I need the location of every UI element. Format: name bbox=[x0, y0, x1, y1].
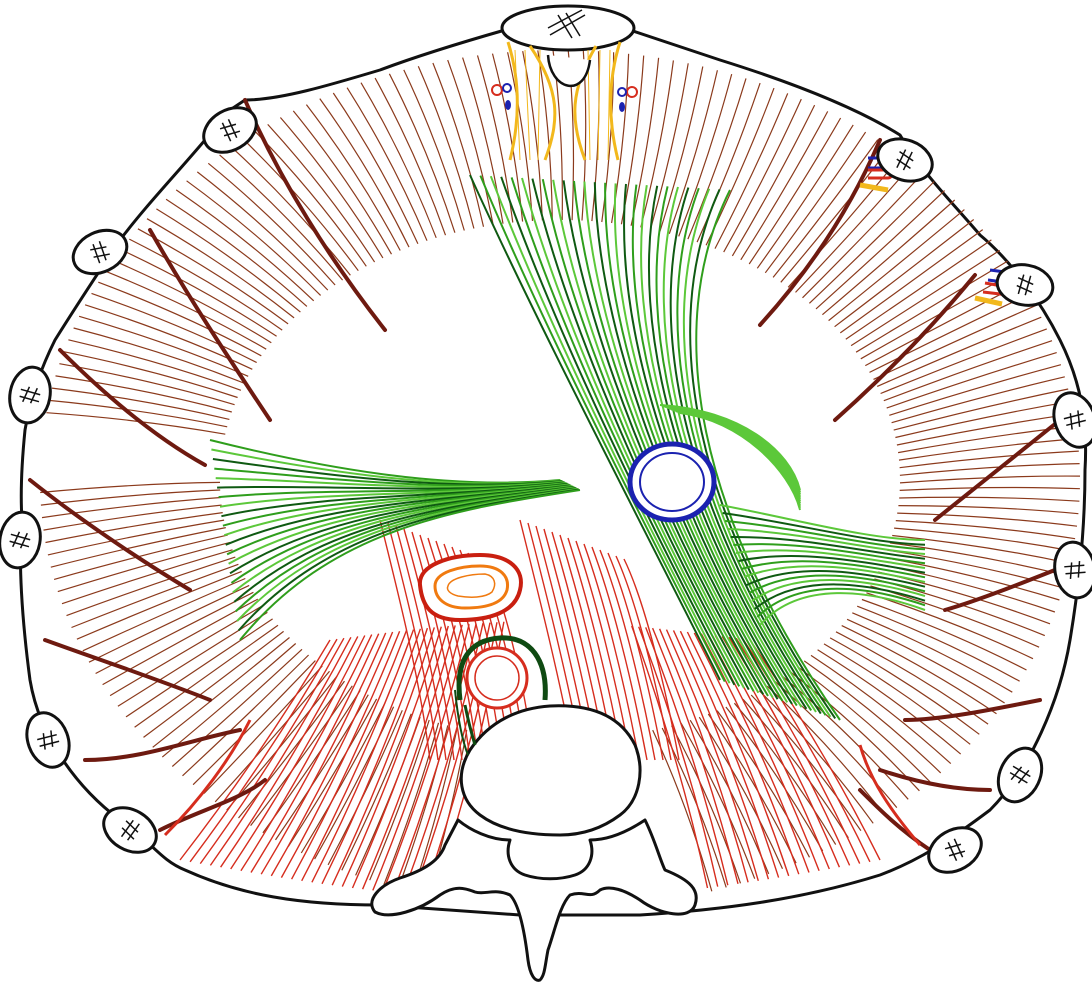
esophageal-hiatus bbox=[420, 555, 521, 620]
sternum-cut bbox=[502, 6, 634, 50]
caval-foramen bbox=[630, 444, 714, 520]
